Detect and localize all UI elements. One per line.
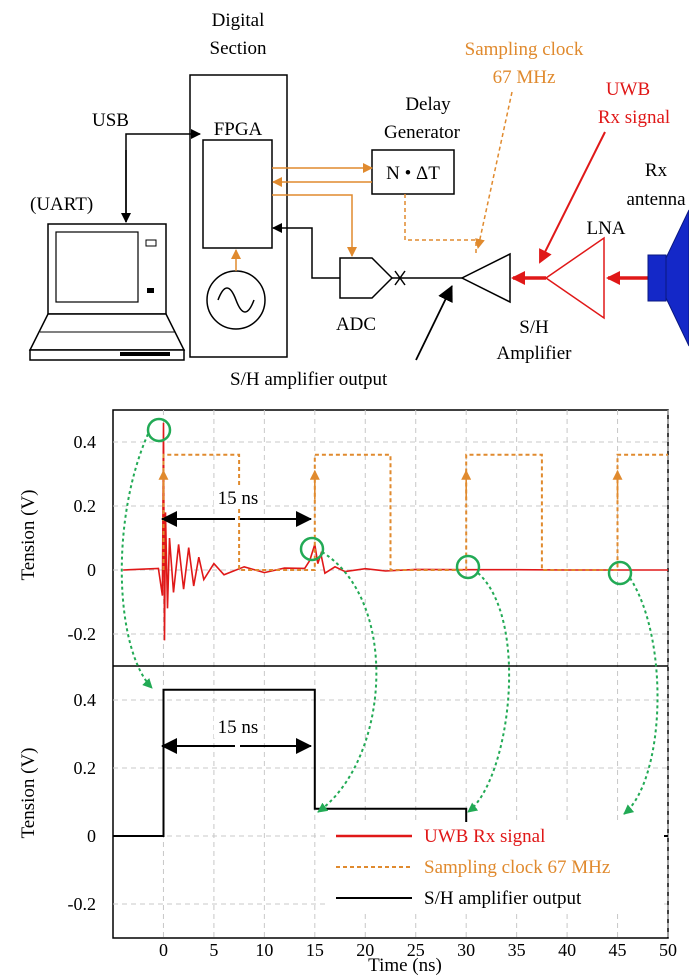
antenna-icon bbox=[647, 209, 689, 347]
y-tick-label: 0.4 bbox=[74, 690, 97, 710]
y-tick-label: 0.2 bbox=[74, 496, 97, 516]
sh-output-label: S/H amplifier output bbox=[230, 369, 388, 390]
sh-amplifier-label-line2: Amplifier bbox=[497, 343, 573, 364]
delay-to-sh-clock-line bbox=[404, 194, 477, 253]
y-tick-label: -0.2 bbox=[68, 624, 97, 644]
sine-wave-icon bbox=[217, 287, 255, 313]
bottom-15ns-bg bbox=[214, 716, 262, 738]
sample-marker-3 bbox=[455, 554, 481, 580]
uwb-rx-pointer bbox=[539, 131, 606, 264]
block-diagram: Digital Section FPGA USB (UART) Delay Ge… bbox=[28, 10, 689, 390]
sampling-clock-label-line2: 67 MHz bbox=[493, 67, 556, 88]
bottom-15ns-label: 15 ns bbox=[218, 717, 259, 738]
delay-generator-label-line1: Delay bbox=[405, 94, 451, 115]
sample-marker-2 bbox=[299, 536, 325, 562]
x-tick-label: 0 bbox=[159, 940, 168, 960]
legend-label-clock: Sampling clock 67 MHz bbox=[424, 857, 610, 878]
projection-arrow-2 bbox=[317, 551, 378, 813]
uart-label: (UART) bbox=[30, 194, 93, 215]
x-tick-label: 25 bbox=[407, 940, 425, 960]
tick-labels: 0.4 0.2 0 -0.2 0.4 0.2 0 -0.2 0 5 10 15 20 25 30 35 40 45… bbox=[68, 432, 678, 960]
x-tick-label: 50 bbox=[659, 940, 677, 960]
chart-panel: Tension (V) Tension (V) Time (ns) 0.4 0.2… bbox=[18, 409, 678, 976]
x-tick-label: 10 bbox=[255, 940, 273, 960]
laptop-icon bbox=[28, 223, 186, 361]
x-tick-label: 5 bbox=[209, 940, 218, 960]
fpga-box bbox=[202, 139, 273, 249]
bottom-chart-ylabel: Tension (V) bbox=[18, 747, 39, 838]
x-tick-label: 45 bbox=[609, 940, 627, 960]
y-tick-label: -0.2 bbox=[68, 894, 97, 914]
rx-antenna-label-line1: Rx bbox=[645, 160, 668, 181]
sh-output-pointer bbox=[415, 285, 453, 361]
x-tick-label: 35 bbox=[508, 940, 526, 960]
digital-section-label-line2: Section bbox=[210, 38, 267, 59]
delay-generator-label-line2: Generator bbox=[384, 122, 461, 143]
uwb-rx-label-line1: UWB bbox=[606, 79, 650, 100]
rx-antenna-label-line2: antenna bbox=[626, 189, 686, 210]
lna-block bbox=[544, 236, 605, 320]
x-tick-label: 30 bbox=[457, 940, 475, 960]
y-tick-label: 0.4 bbox=[74, 432, 97, 452]
sh-amplifier-label-line1: S/H bbox=[519, 317, 549, 338]
adc-block bbox=[339, 257, 394, 299]
x-tick-label: 20 bbox=[356, 940, 374, 960]
digital-section-box bbox=[189, 74, 288, 358]
x-tick-label: 40 bbox=[558, 940, 576, 960]
digital-section-label-line1: Digital bbox=[212, 10, 265, 31]
delay-box-label: N • ΔT bbox=[386, 163, 440, 184]
sample-marker-1 bbox=[146, 417, 172, 443]
top-15ns-label: 15 ns bbox=[218, 488, 259, 509]
y-tick-label: 0 bbox=[87, 826, 96, 846]
top-chart-ylabel: Tension (V) bbox=[18, 489, 39, 580]
legend: UWB Rx signal Sampling clock 67 MHz S/H … bbox=[328, 822, 664, 912]
y-tick-label: 0.2 bbox=[74, 758, 97, 778]
x-tick-label: 15 bbox=[306, 940, 324, 960]
legend-label-sh: S/H amplifier output bbox=[424, 888, 582, 909]
adc-to-fpga-line bbox=[272, 223, 340, 279]
projection-arrow-4 bbox=[623, 577, 659, 815]
series-line-sampling-clock-67-mhz bbox=[162, 453, 668, 571]
uwb-rx-label-line2: Rx signal bbox=[598, 107, 670, 128]
sh-amplifier-block bbox=[460, 252, 511, 304]
sample-marker-4 bbox=[607, 560, 633, 586]
usb-line bbox=[125, 129, 201, 222]
legend-label-uwb: UWB Rx signal bbox=[424, 826, 545, 847]
sampling-clock-pointer bbox=[475, 91, 513, 249]
bottom-chart-xlabel: Time (ns) bbox=[368, 955, 442, 976]
adc-label: ADC bbox=[336, 314, 376, 335]
lna-label: LNA bbox=[586, 218, 625, 239]
fpga-to-adc-clock-line bbox=[272, 194, 357, 257]
top-15ns-bg bbox=[214, 487, 262, 509]
projection-arrow-3 bbox=[467, 572, 511, 813]
usb-label: USB bbox=[92, 110, 129, 131]
sampling-clock-label-line1: Sampling clock bbox=[465, 39, 584, 60]
y-tick-label: 0 bbox=[87, 560, 96, 580]
delay-generator-box bbox=[371, 149, 455, 195]
fpga-label: FPGA bbox=[214, 119, 263, 140]
projection-arrow-1 bbox=[120, 433, 153, 689]
